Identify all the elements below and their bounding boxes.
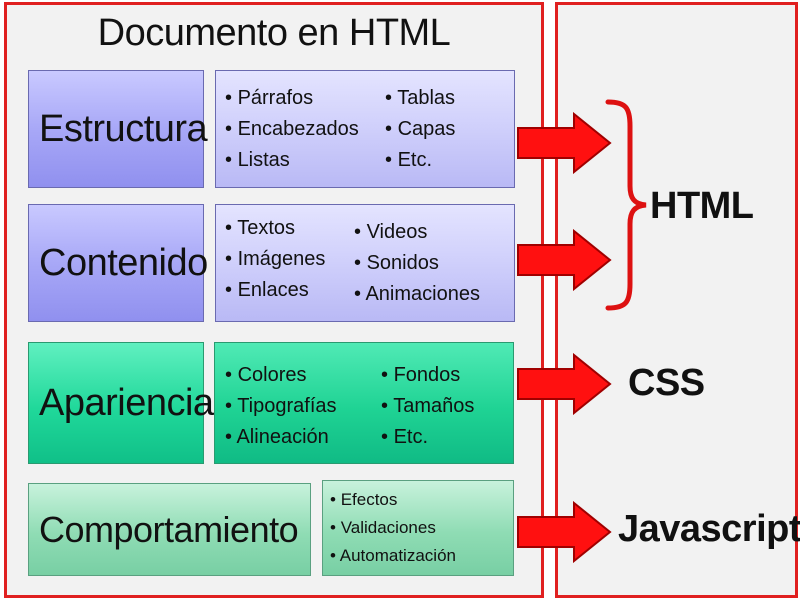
- label-apariencia: Apariencia: [28, 342, 214, 464]
- list-item: Enlaces: [225, 275, 325, 306]
- arrow-right-icon: [517, 501, 612, 563]
- list-item: Validaciones: [330, 514, 456, 542]
- label-text: Apariencia: [39, 381, 214, 424]
- items-estructura-col1: Párrafos Encabezados Listas: [225, 83, 359, 176]
- list-item: Videos: [354, 217, 480, 248]
- list-item: Tipografías: [225, 391, 336, 422]
- items-comportamiento-col1: Efectos Validaciones Automatización: [330, 486, 456, 570]
- list-item: Encabezados: [225, 114, 359, 145]
- list-item: Efectos: [330, 486, 456, 514]
- list-item: Capas: [385, 114, 456, 145]
- list-item: Etc.: [385, 145, 455, 176]
- list-item: Animaciones: [354, 279, 480, 310]
- list-item: Sonidos: [354, 248, 480, 279]
- list-item: Tablas: [385, 83, 455, 114]
- list-item: Listas: [225, 145, 359, 176]
- curly-brace-icon: [605, 99, 647, 311]
- arrow-right-icon: [517, 112, 612, 174]
- items-contenido-col1: Textos Imágenes Enlaces: [225, 213, 325, 306]
- list-item: Textos: [225, 213, 325, 244]
- label-estructura: Estructura: [28, 70, 208, 188]
- label-contenido: Contenido: [28, 204, 208, 322]
- list-item: Colores: [225, 360, 337, 391]
- label-text: Estructura: [39, 107, 208, 150]
- target-javascript: Javascript: [618, 508, 800, 550]
- label-comportamiento: Comportamiento: [28, 483, 311, 576]
- list-item: Automatización: [330, 542, 456, 570]
- target-html: HTML: [650, 185, 754, 227]
- list-item: Párrafos: [225, 83, 359, 114]
- list-item: Tamaños: [381, 391, 474, 422]
- arrow-right-icon: [517, 353, 612, 415]
- items-apariencia-col2: Fondos Tamaños Etc.: [381, 360, 474, 453]
- items-apariencia-col1: Colores Tipografías Alineación: [225, 360, 337, 453]
- list-item: Etc.: [381, 422, 474, 453]
- diagram-title: Documento en HTML: [97, 12, 451, 54]
- technology-panel: [555, 2, 798, 598]
- label-text: Comportamiento: [39, 508, 299, 550]
- list-item: Fondos: [381, 360, 474, 391]
- arrow-right-icon: [517, 229, 612, 291]
- label-text: Contenido: [39, 241, 208, 284]
- items-contenido-col2: Videos Sonidos Animaciones: [354, 217, 480, 310]
- target-css: CSS: [628, 362, 705, 404]
- list-item: Imágenes: [225, 244, 326, 275]
- list-item: Alineación: [225, 422, 337, 453]
- items-estructura-col2: Tablas Capas Etc.: [385, 83, 455, 176]
